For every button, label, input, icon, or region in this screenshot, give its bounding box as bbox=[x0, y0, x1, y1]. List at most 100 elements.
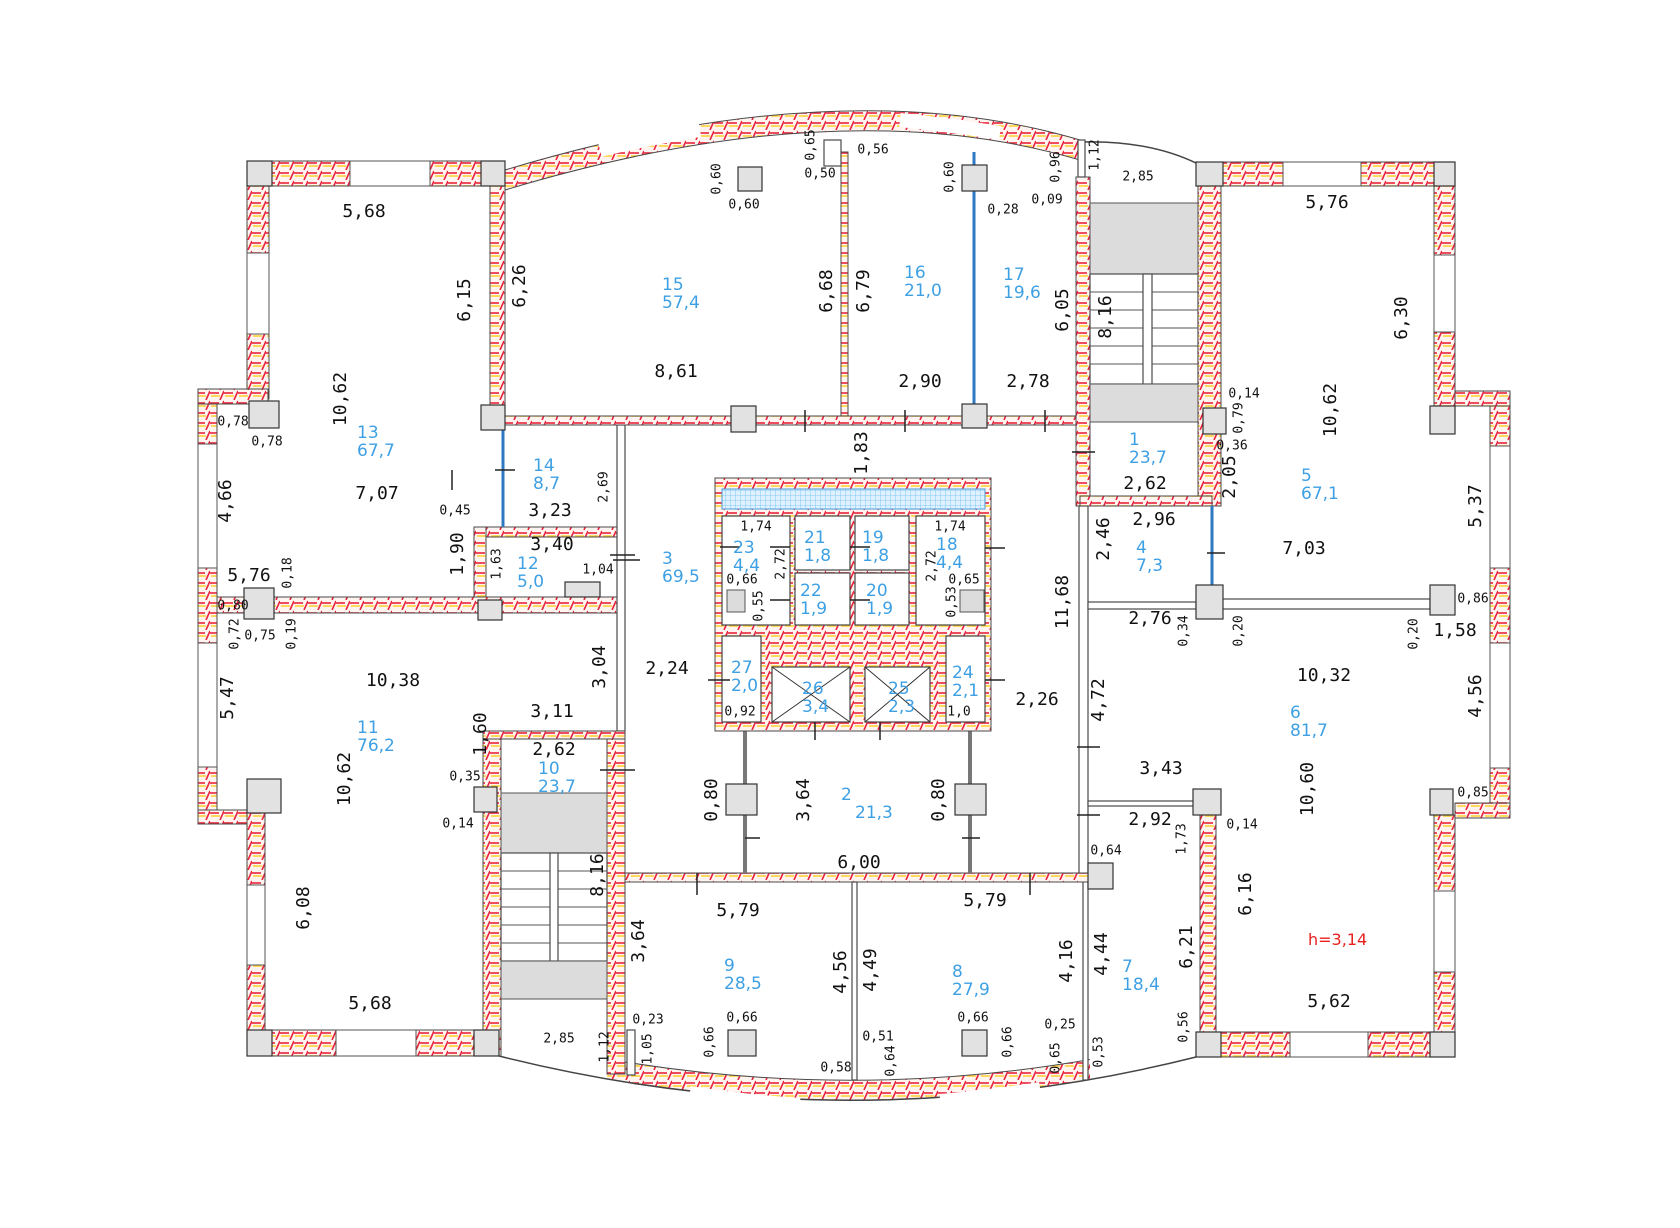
dimension-label: 0,18 bbox=[281, 557, 296, 588]
room-area: 4,4 bbox=[936, 553, 963, 573]
dimension-label: 5,47 bbox=[217, 676, 238, 719]
room-number: 9 bbox=[724, 956, 735, 976]
room-label: 242,1 bbox=[952, 663, 979, 701]
dimension-label: 0,60 bbox=[943, 161, 958, 192]
room-label: 827,9 bbox=[952, 962, 990, 1000]
dimension-label: 1,60 bbox=[470, 712, 491, 755]
dimension-label: 2,72 bbox=[774, 548, 789, 579]
dimension-label: 1,12 bbox=[598, 1031, 613, 1062]
dimension-label: 11,68 bbox=[1052, 575, 1073, 629]
room-label: 47,3 bbox=[1136, 538, 1163, 576]
room-area: 2,3 bbox=[888, 697, 915, 717]
room-number: 21 bbox=[804, 528, 826, 548]
dimension-label: 6,68 bbox=[816, 269, 837, 312]
room-label: 148,7 bbox=[533, 456, 560, 494]
room-area: 1,8 bbox=[862, 546, 889, 566]
room-area: 21,3 bbox=[855, 803, 893, 823]
room-number: 5 bbox=[1301, 466, 1312, 486]
dimension-label: 1,83 bbox=[851, 431, 872, 474]
dimension-label: 0,55 bbox=[752, 590, 767, 621]
dimension-label: 3,64 bbox=[793, 778, 814, 821]
wall bbox=[197, 388, 269, 405]
dimension-label: 0,23 bbox=[632, 1013, 663, 1028]
dimension-label: 0,72 bbox=[228, 618, 243, 649]
room-label: 718,4 bbox=[1122, 957, 1160, 995]
room-area: 8,7 bbox=[533, 474, 560, 494]
room-area: 1,9 bbox=[800, 599, 827, 619]
room-number: 6 bbox=[1290, 703, 1301, 723]
room-number: 27 bbox=[731, 658, 753, 678]
room-area: 69,5 bbox=[662, 567, 700, 587]
dimension-label: 1,63 bbox=[490, 548, 505, 579]
dimension-label: 10,32 bbox=[1297, 665, 1351, 686]
dimension-label: 1,0 bbox=[947, 705, 970, 720]
dimension-label: 6,00 bbox=[837, 852, 880, 873]
wall bbox=[197, 809, 250, 825]
room-label: 125,0 bbox=[517, 554, 544, 592]
window bbox=[197, 443, 218, 569]
dimension-label: 3,43 bbox=[1139, 758, 1182, 779]
room-labels: 1367,71557,4148,7125,0369,5234,4211,8191… bbox=[357, 263, 1339, 1000]
room-label: 211,8 bbox=[804, 528, 831, 566]
room-number: 7 bbox=[1122, 957, 1133, 977]
staircase bbox=[500, 792, 608, 1000]
dimension-label: 6,26 bbox=[509, 264, 530, 307]
room-number: 23 bbox=[733, 538, 755, 558]
dimension-label: 6,16 bbox=[1235, 872, 1256, 915]
room-area: 3,4 bbox=[802, 697, 829, 717]
dimension-label: 7,07 bbox=[355, 483, 398, 504]
dimension-label: 1,74 bbox=[740, 520, 771, 535]
room-label: 234,4 bbox=[733, 538, 760, 576]
room-number: 12 bbox=[517, 554, 539, 574]
dimension-label: 6,21 bbox=[1176, 925, 1197, 968]
window bbox=[1433, 890, 1456, 973]
dimension-label: 1,73 bbox=[1175, 823, 1190, 854]
dimension-label: 3,23 bbox=[528, 500, 571, 521]
room-label: 567,1 bbox=[1301, 466, 1339, 504]
wall bbox=[1082, 874, 1089, 1081]
dimension-label: 0,80 bbox=[928, 778, 949, 821]
dimension-label: 4,44 bbox=[1091, 932, 1112, 975]
wall bbox=[473, 526, 487, 598]
wall bbox=[1077, 139, 1086, 178]
room-area: 2,0 bbox=[731, 676, 758, 696]
dimension-label: 6,08 bbox=[293, 886, 314, 929]
dimension-label: 2,92 bbox=[1128, 809, 1171, 830]
wall bbox=[482, 730, 502, 1057]
dimension-label: 2,78 bbox=[1006, 371, 1049, 392]
bottom-curved-wall-thin bbox=[498, 1055, 1197, 1101]
dimension-label: 0,51 bbox=[862, 1030, 893, 1045]
dimension-label: 0,75 bbox=[244, 629, 275, 644]
columns bbox=[243, 160, 1456, 1058]
dimension-label: 10,62 bbox=[334, 752, 355, 806]
room-number: 15 bbox=[662, 275, 684, 295]
room-area: 2,1 bbox=[952, 681, 979, 701]
dimension-label: 0,28 bbox=[987, 203, 1018, 218]
dimension-label: 3,11 bbox=[530, 701, 573, 722]
room-label: 201,9 bbox=[866, 581, 893, 619]
wall bbox=[624, 872, 1089, 883]
dimension-label: 0,78 bbox=[251, 435, 282, 450]
wall bbox=[823, 139, 842, 167]
wall bbox=[216, 596, 626, 614]
dimension-label: 1,12 bbox=[1088, 139, 1103, 170]
wall bbox=[1075, 176, 1091, 507]
dimension-label: 2,96 bbox=[1132, 509, 1175, 530]
window bbox=[335, 1029, 417, 1057]
dimension-label: 0,66 bbox=[957, 1011, 988, 1026]
dimension-label: 0,20 bbox=[1407, 618, 1422, 649]
doors bbox=[451, 410, 1225, 895]
dimension-label: 10,62 bbox=[1320, 383, 1341, 437]
dimension-label: 2,62 bbox=[532, 739, 575, 760]
dimension-label: 3,64 bbox=[628, 919, 649, 962]
room-number: 3 bbox=[662, 549, 673, 569]
dimension-label: 2,76 bbox=[1128, 608, 1171, 629]
dimension-label: 4,72 bbox=[1088, 678, 1109, 721]
dimension-label: 1,05 bbox=[641, 1033, 656, 1064]
dimension-label: 5,79 bbox=[716, 900, 759, 921]
dimension-label: 4,66 bbox=[215, 479, 236, 522]
